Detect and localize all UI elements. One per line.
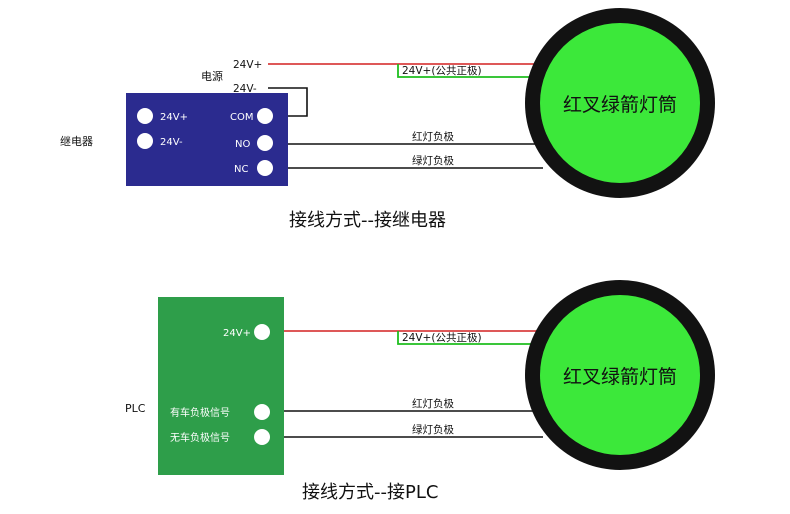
bottom-common-wire-label: 24V+(公共正极): [402, 331, 482, 344]
top-common-wire-label: 24V+(公共正极): [402, 64, 482, 77]
plc-box: [158, 297, 284, 475]
top-wire-24v-minus-com: [268, 87, 308, 117]
top-green-wire-label: 绿灯负极: [412, 154, 454, 167]
plc-terminal-with-car: [254, 404, 270, 420]
relay-terminal-nc: [257, 160, 273, 176]
relay-terminal-com: [257, 108, 273, 124]
power-label: 电源: [201, 69, 223, 83]
bottom-caption: 接线方式--接PLC: [302, 482, 438, 503]
plc-terminal-plus: [254, 324, 270, 340]
bottom-wire-24v-plus-green: [397, 331, 542, 345]
relay-terminal-plus: [137, 108, 153, 124]
relay-plus-label: 24V+: [160, 112, 188, 123]
plc-terminal-no-car: [254, 429, 270, 445]
relay-terminal-minus: [137, 133, 153, 149]
bottom-red-wire-label: 红灯负极: [412, 397, 454, 410]
relay-side-label: 继电器: [60, 135, 93, 148]
power-plus-label: 24V+: [233, 59, 262, 71]
relay-terminal-no: [257, 135, 273, 151]
top-lamp-label: 红叉绿箭灯筒: [563, 94, 677, 116]
top-red-wire-label: 红灯负极: [412, 130, 454, 143]
power-minus-label: 24V-: [233, 83, 257, 95]
relay-com-label: COM: [230, 112, 253, 123]
plc-with-car-label: 有车负极信号: [170, 406, 230, 419]
relay-nc-label: NC: [234, 164, 248, 175]
plc-plus-label: 24V+: [223, 328, 251, 339]
plc-side-label: PLC: [125, 402, 146, 415]
bottom-lamp-face: [540, 295, 700, 455]
top-caption: 接线方式--接继电器: [289, 210, 446, 231]
relay-no-label: NO: [235, 139, 250, 150]
relay-minus-label: 24V-: [160, 137, 183, 148]
plc-no-car-label: 无车负极信号: [170, 431, 230, 444]
bottom-lamp-label: 红叉绿箭灯筒: [563, 366, 677, 388]
top-lamp-face: [540, 23, 700, 183]
top-wire-24v-plus-green: [397, 64, 542, 78]
bottom-green-wire-label: 绿灯负极: [412, 423, 454, 436]
